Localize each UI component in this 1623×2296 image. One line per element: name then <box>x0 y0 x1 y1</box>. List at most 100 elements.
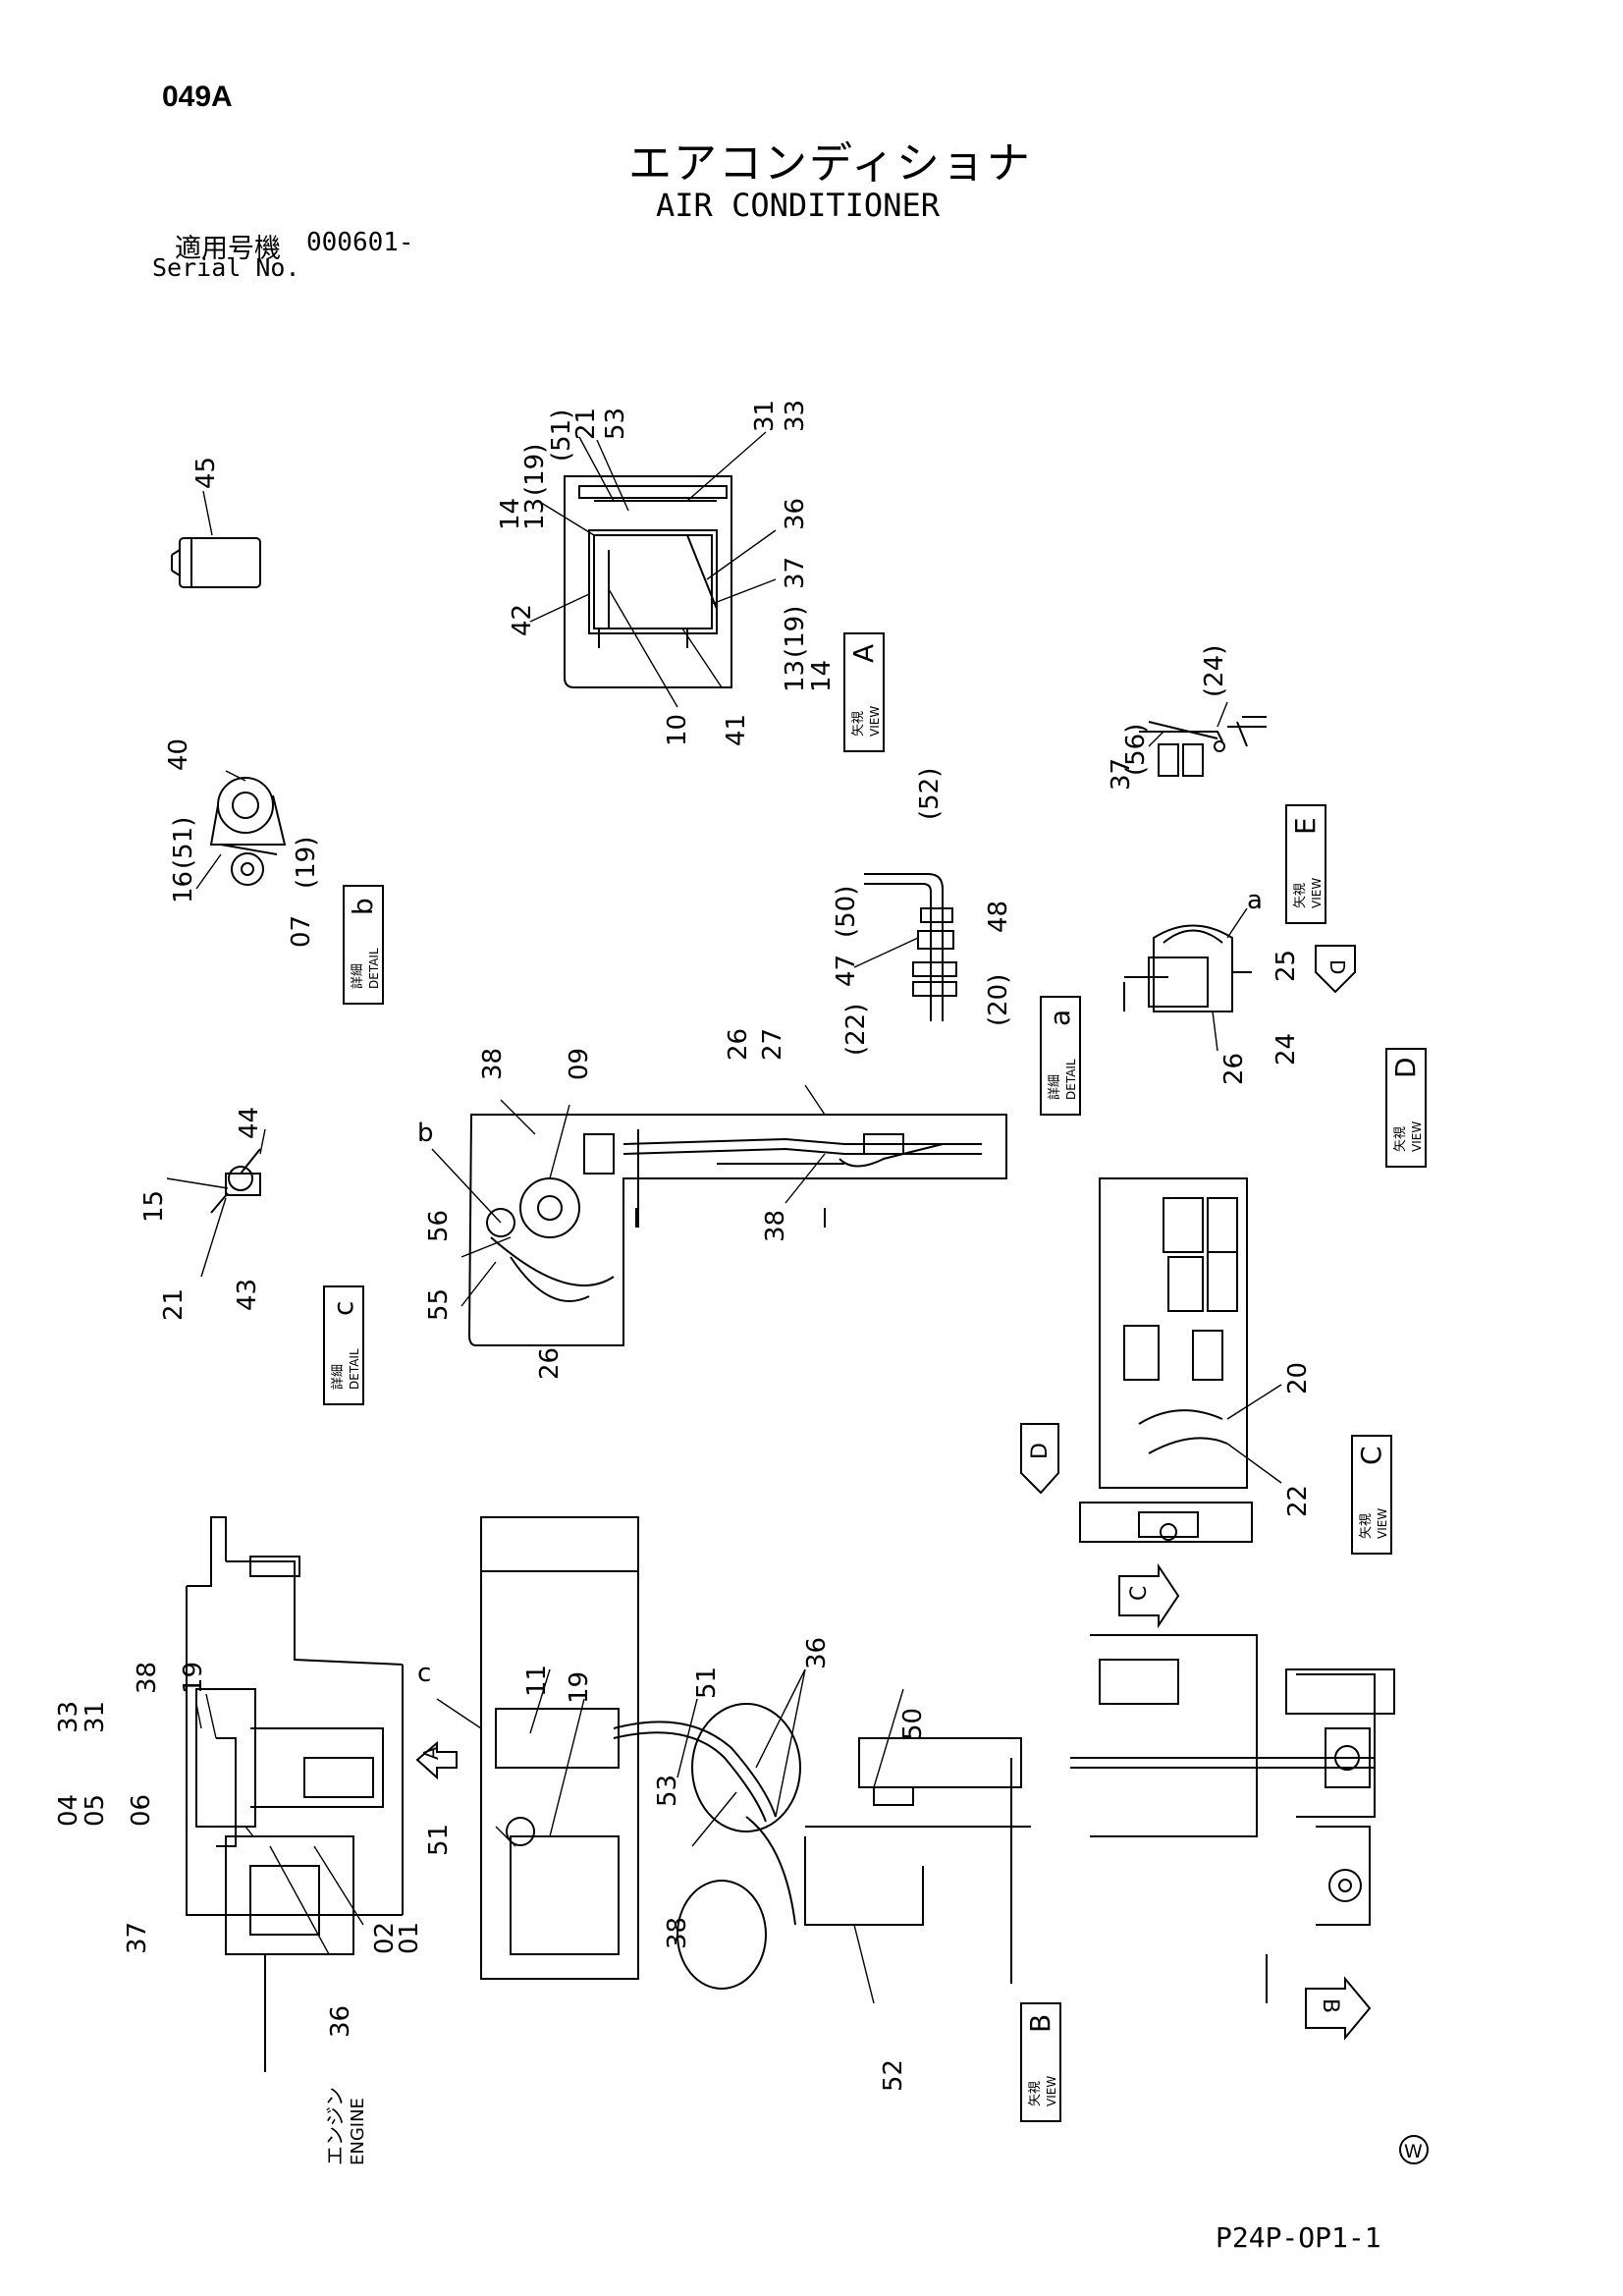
detail-c-tag: 詳細 DETAIL c <box>323 1285 364 1405</box>
callout-14-b: 14 <box>807 660 837 692</box>
svg-text:E: E <box>1289 817 1322 835</box>
callout-19-b: (19) <box>781 606 810 658</box>
callout-27: 27 <box>758 1028 787 1061</box>
callout-19-c: (19) <box>292 837 321 889</box>
callout-09: 09 <box>565 1048 594 1080</box>
callout-47: 47 <box>832 955 861 987</box>
callout-55: 55 <box>424 1288 454 1321</box>
svg-text:VIEW: VIEW <box>868 706 882 737</box>
engine-label: エンジン ENGINE <box>323 2087 368 2165</box>
svg-text:矢視: 矢視 <box>1359 1513 1374 1539</box>
callout-38-b: 38 <box>761 1210 790 1242</box>
view-d-drawing <box>1123 924 1252 1012</box>
view-a-tag: 矢視 VIEW A <box>843 632 885 752</box>
callout-02: 02 <box>370 1922 400 1954</box>
arrow-d-left-icon: D <box>1020 1423 1059 1495</box>
callout-31: 31 <box>750 400 780 432</box>
view-d-tag: 矢視 VIEW D <box>1385 1048 1427 1168</box>
callout-05: 05 <box>81 1794 110 1827</box>
serial-number: 000601- <box>306 228 414 257</box>
callout-51-e: 51 <box>692 1667 722 1699</box>
detail-a-tag: 詳細 DETAIL a <box>1040 996 1081 1116</box>
callout-36-c: 36 <box>802 1637 832 1669</box>
callout-19: (19) <box>520 444 550 496</box>
engine-top-view-drawing <box>467 1114 1007 1346</box>
callout-44: 44 <box>235 1107 264 1139</box>
callout-07: 07 <box>287 915 316 948</box>
callout-26-c: 26 <box>724 1028 753 1061</box>
svg-text:C: C <box>1127 1586 1152 1601</box>
callout-53-b: 53 <box>653 1775 682 1807</box>
callout-20: (20) <box>984 974 1013 1026</box>
arrow-c-icon: C <box>1118 1562 1180 1629</box>
view-detail-tags: 矢視 VIEW A 矢視 VIEW B 矢視 VIEW C 矢視 VIEW D <box>323 632 1427 2122</box>
callout-51-d: 51 <box>424 1824 454 1856</box>
callout-38-c: 38 <box>133 1662 162 1694</box>
callout-19-e: 19 <box>565 1671 594 1704</box>
view-e-drawing <box>1139 721 1267 777</box>
svg-text:A: A <box>419 1746 443 1760</box>
view-e-tag: 矢視 VIEW E <box>1285 804 1326 924</box>
callout-25: 25 <box>1271 950 1301 982</box>
svg-text:DETAIL: DETAIL <box>1064 1059 1078 1100</box>
callout-45: 45 <box>191 457 221 489</box>
callout-37-b: 37 <box>1107 758 1136 791</box>
drawing-number: P24P-OP1-1 <box>1216 2221 1381 2254</box>
callout-36-b: 36 <box>326 2005 355 2038</box>
callout-24: (24) <box>1200 645 1229 697</box>
svg-text:矢視: 矢視 <box>1393 1126 1408 1152</box>
arrow-a-upper-icon: A <box>415 1740 458 1780</box>
callout-37: 37 <box>781 557 810 589</box>
callout-52: (52) <box>915 768 945 820</box>
view-direction-arrows: A D D C B <box>415 716 1372 2041</box>
callout-50-b: 50 <box>898 1708 928 1740</box>
callout-01: 01 <box>395 1922 424 1954</box>
svg-text:a: a <box>1044 1010 1076 1026</box>
svg-text:C: C <box>1355 1446 1387 1465</box>
svg-text:VIEW: VIEW <box>1045 2076 1058 2106</box>
svg-text:W: W <box>1404 2141 1423 2162</box>
detail-a-fitting-drawing <box>864 873 957 1021</box>
svg-text:b: b <box>347 898 379 915</box>
callout-41: 41 <box>722 714 751 746</box>
callout-40: 40 <box>164 738 193 771</box>
svg-text:詳細: 詳細 <box>350 963 365 989</box>
svg-text:矢視: 矢視 <box>851 711 866 737</box>
svg-text:D: D <box>1389 1057 1422 1078</box>
svg-text:詳細: 詳細 <box>330 1364 346 1390</box>
callout-21-c: 21 <box>159 1288 189 1321</box>
svg-text:VIEW: VIEW <box>1410 1121 1424 1152</box>
svg-text:c: c <box>327 1301 359 1316</box>
callout-37-c: 37 <box>123 1922 152 1954</box>
svg-text:D: D <box>1028 1443 1053 1459</box>
main-top-view-drawing <box>480 1516 1031 1990</box>
svg-text:矢視: 矢視 <box>1293 883 1308 908</box>
arrow-d-right-icon: D <box>1315 945 1356 994</box>
callout-a: a <box>1247 886 1263 915</box>
view-b-tag: 矢視 VIEW B <box>1020 2002 1061 2122</box>
svg-text:VIEW: VIEW <box>1310 878 1324 908</box>
callout-leader-lines <box>166 431 1282 2004</box>
part-callouts: 45 42 14 13 (19) (51) 21 53 31 33 36 37 … <box>54 400 1313 2092</box>
callout-24-b: 24 <box>1271 1033 1301 1066</box>
callout-36: 36 <box>781 498 810 530</box>
svg-text:D: D <box>1325 959 1349 974</box>
serial-label-ja: 適用号機 <box>175 234 281 264</box>
callout-10: 10 <box>663 714 692 746</box>
serial-label-en: Serial No. <box>152 253 300 282</box>
callout-52-b: 52 <box>879 2059 908 2092</box>
svg-text:DETAIL: DETAIL <box>348 1348 361 1390</box>
w-mark-icon: W <box>1399 2135 1429 2164</box>
svg-text:矢視: 矢視 <box>1028 2081 1043 2106</box>
detail-c-valve-drawing <box>210 1148 261 1214</box>
arrow-b-icon: B <box>1305 1976 1372 2041</box>
svg-text:ENGINE: ENGINE <box>348 2098 368 2165</box>
title-english: AIR CONDITIONER <box>656 187 940 224</box>
callout-26-b: 26 <box>535 1347 565 1380</box>
callout-22: (22) <box>841 1004 871 1056</box>
callout-20-b: 20 <box>1283 1362 1313 1394</box>
svg-text:詳細: 詳細 <box>1047 1074 1062 1100</box>
svg-text:エンジン: エンジン <box>323 2087 347 2165</box>
